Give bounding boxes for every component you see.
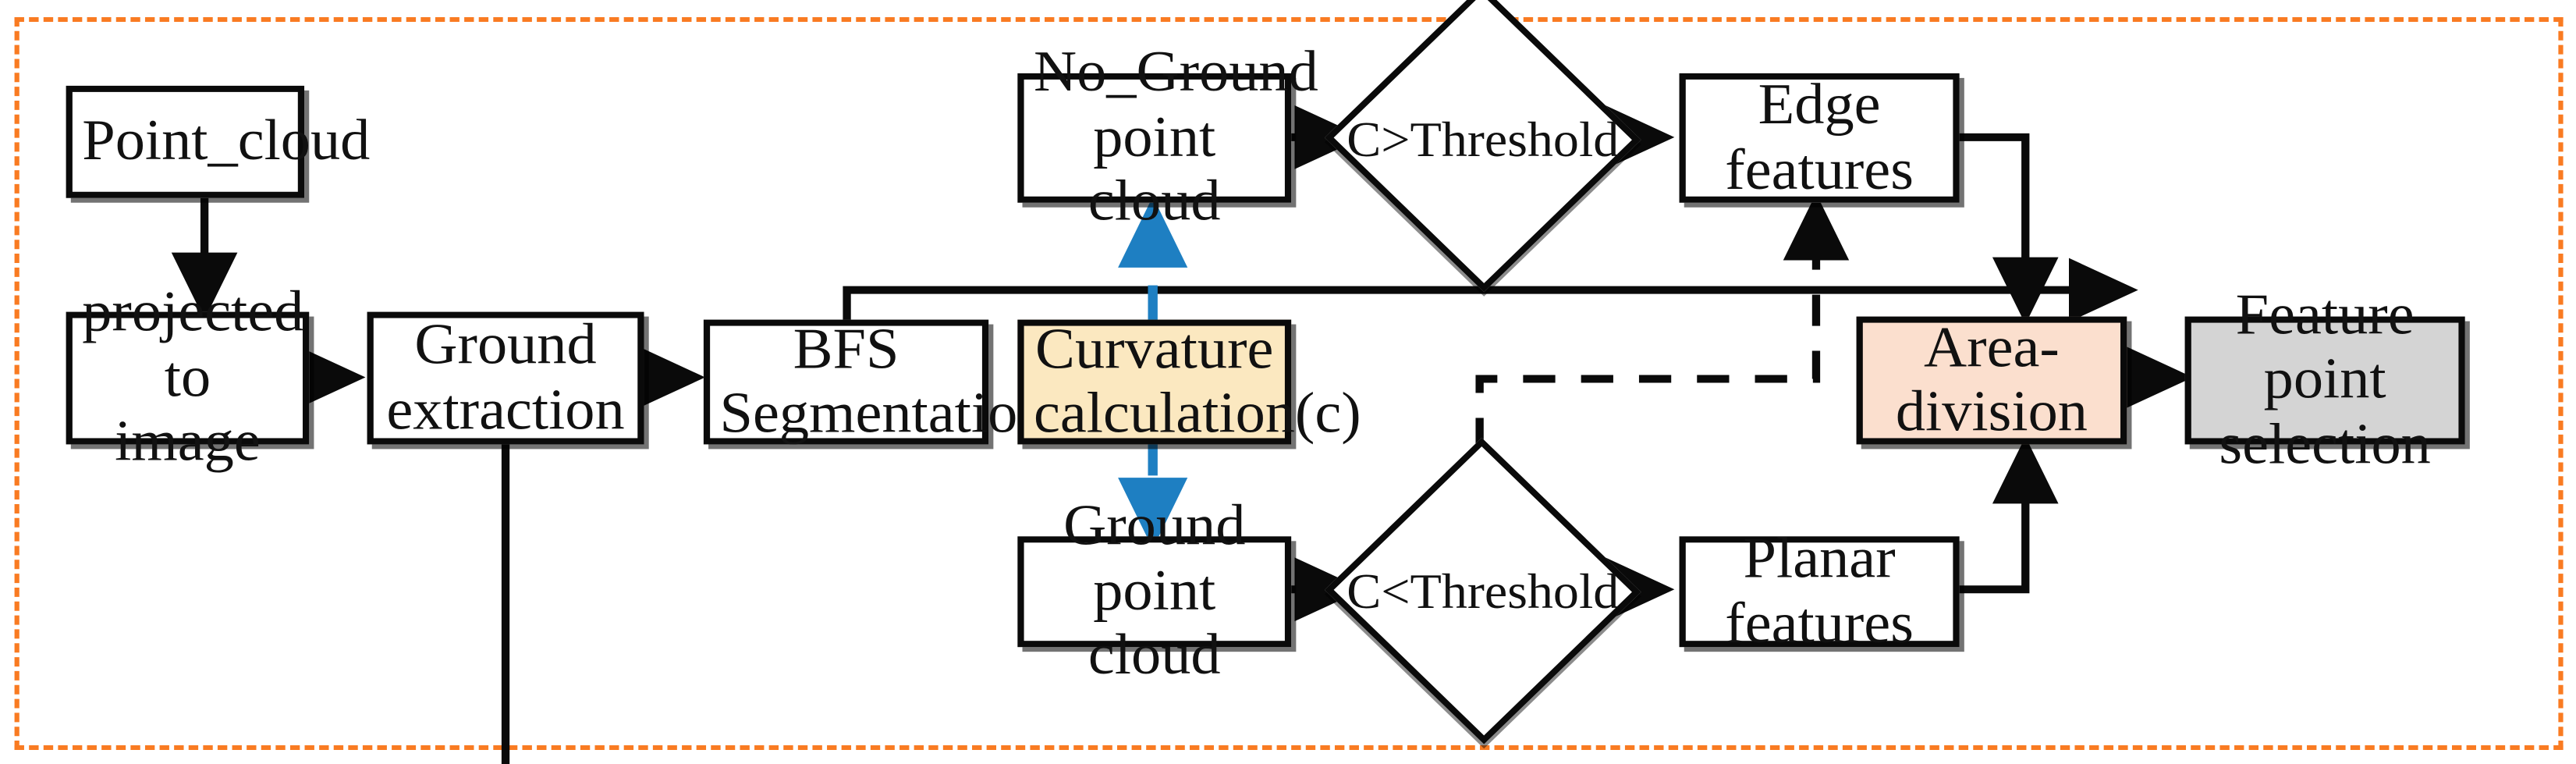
- node-bfs-segmentation-label-line1: BFS: [793, 317, 899, 382]
- node-point-cloud[interactable]: Point_cloud: [66, 85, 371, 198]
- node-c-less-threshold[interactable]: C<Threshold: [1324, 437, 1641, 744]
- node-projected-to-image[interactable]: projected to image: [66, 281, 310, 474]
- node-ground-point-cloud[interactable]: Ground point cloud: [1017, 495, 1292, 688]
- node-feature-point-label-line2: selection: [2219, 412, 2431, 477]
- node-bfs-segmentation[interactable]: BFS Segmentation: [703, 317, 1048, 446]
- node-feature-point-selection[interactable]: Feature point selection: [2184, 283, 2465, 477]
- node-area-division-label: Area-division: [1895, 315, 2088, 445]
- node-planar-features[interactable]: Planar features: [1679, 527, 1960, 656]
- node-area-division[interactable]: Area-division: [1856, 315, 2127, 445]
- node-planar-features-label-line1: Planar: [1743, 527, 1896, 592]
- node-edge-features[interactable]: Edge features: [1679, 73, 1960, 203]
- node-edge-features-label: Edge features: [1725, 73, 1914, 202]
- node-curvature-label-line2: calculation(c): [1033, 382, 1361, 446]
- node-no-ground-label-line2: point cloud: [1088, 105, 1221, 235]
- node-ground-pc-label-line1: Ground: [1063, 495, 1246, 559]
- node-feature-point-label-line1: Feature point: [2235, 283, 2415, 413]
- diagram-boundary: [14, 16, 2564, 751]
- node-no-ground-point-cloud[interactable]: No_Ground point cloud: [1017, 41, 1318, 234]
- node-no-ground-label-line1: No_Ground: [1033, 41, 1318, 105]
- node-c-greater-label: C>Threshold: [1347, 109, 1620, 166]
- node-c-less-label: C<Threshold: [1347, 562, 1620, 619]
- node-curvature-calculation[interactable]: Curvature calculation(c): [1017, 317, 1361, 446]
- node-ground-pc-label-line2: point cloud: [1088, 559, 1221, 688]
- node-bfs-segmentation-label-line2: Segmentation: [719, 382, 1048, 446]
- node-ground-extraction-label-line2: extraction: [386, 378, 625, 442]
- node-ground-extraction[interactable]: Ground extraction: [367, 311, 644, 445]
- node-c-greater-threshold[interactable]: C>Threshold: [1324, 0, 1641, 293]
- node-projected-to-image-label-line2: image: [115, 410, 261, 474]
- node-ground-extraction-label-line1: Ground: [414, 313, 597, 378]
- node-point-cloud-label: Point_cloud: [82, 109, 371, 174]
- node-curvature-label-line1: Curvature: [1035, 317, 1274, 382]
- node-planar-features-label-line2: features: [1725, 592, 1914, 656]
- node-projected-to-image-label-line1: projected to: [82, 281, 304, 410]
